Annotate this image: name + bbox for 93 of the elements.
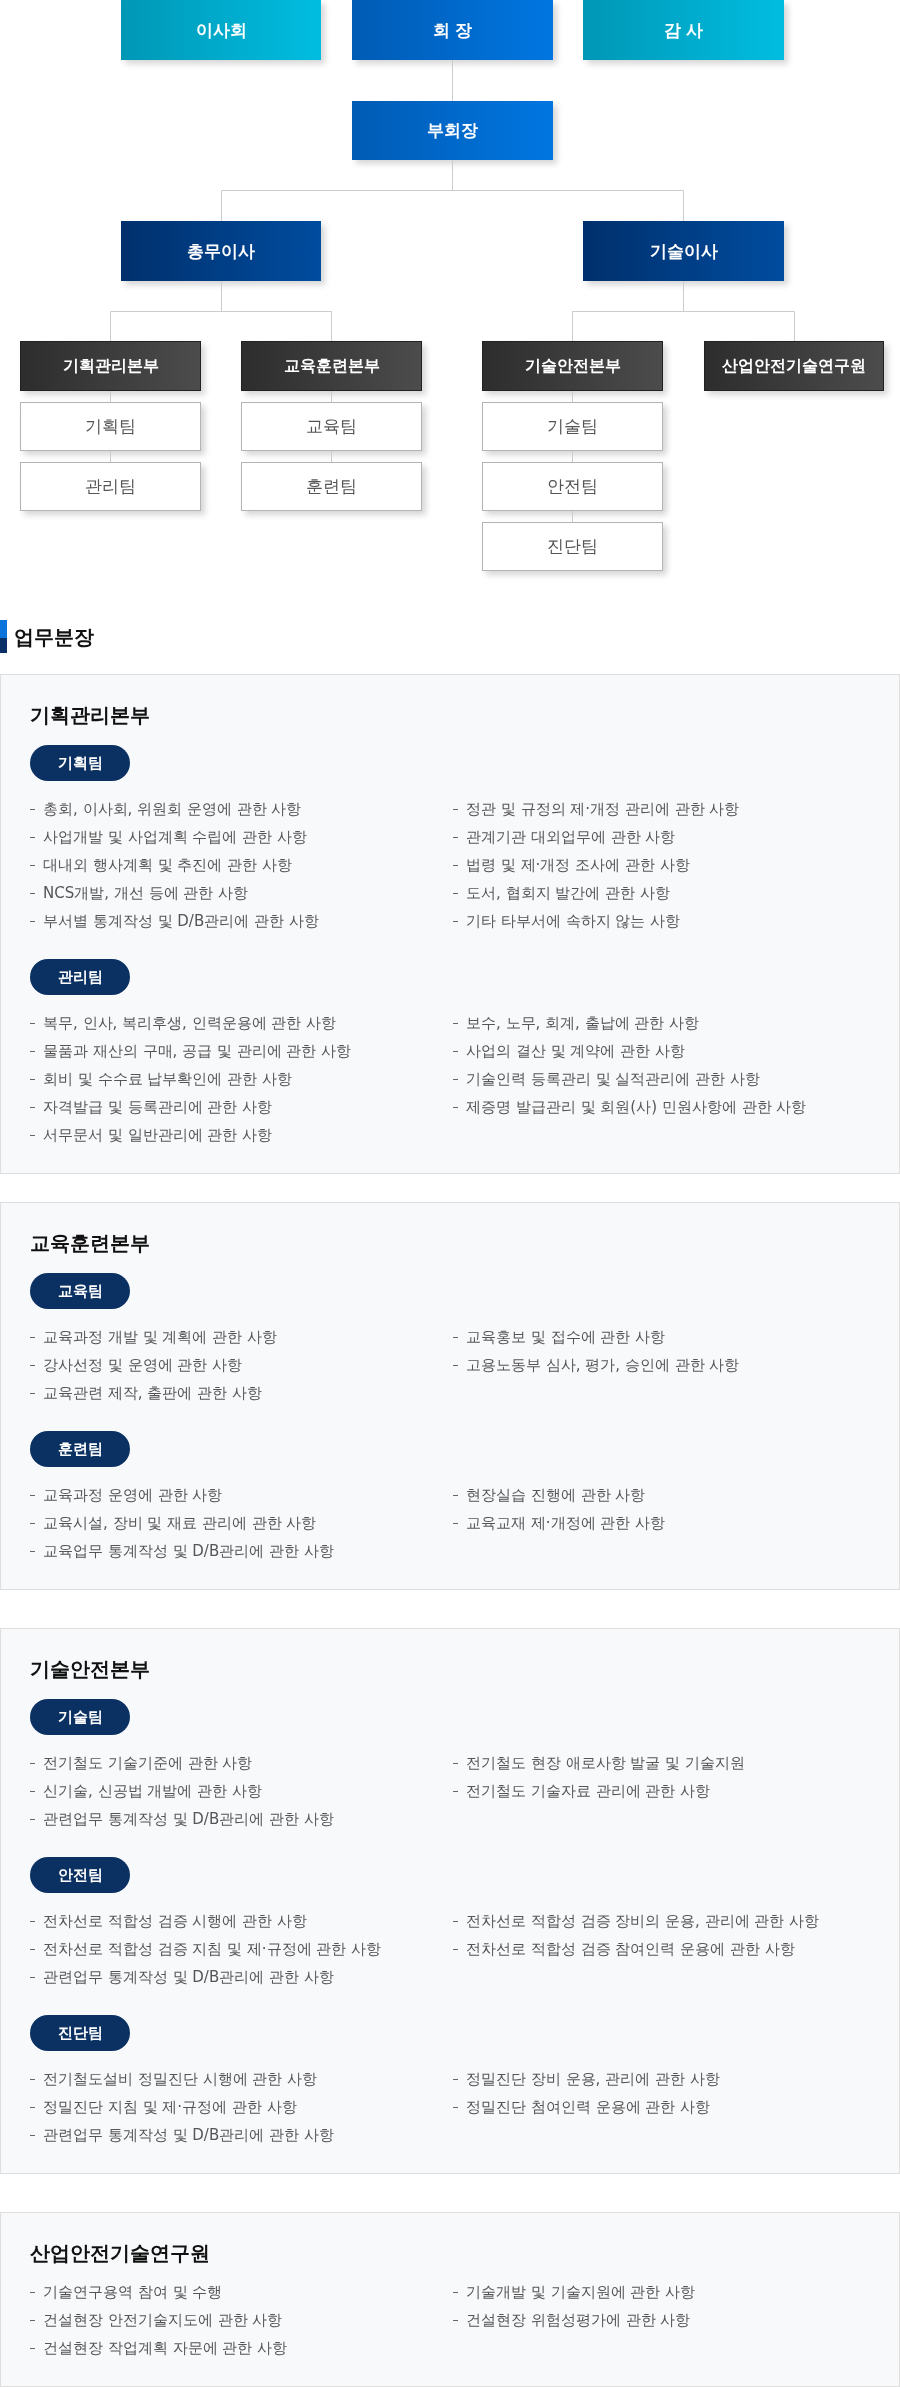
connector-line [110,390,111,403]
duty-item: 건설현장 작업계획 자문에 관한 사항 [30,2334,453,2362]
duty-item: 관련업무 통계작성 및 D/B관리에 관한 사항 [30,1805,453,1833]
division-panel [0,1202,900,1590]
duty-item: 대내외 행사계획 및 추진에 관한 사항 [30,851,453,879]
team-pill: 진단팀 [30,2015,130,2051]
duty-item: 사업의 결산 및 계약에 관한 사항 [453,1037,870,1065]
duty-item: 기술연구용역 참여 및 수행 [30,2278,453,2306]
connector-line [331,390,332,403]
duty-item: 관련업무 통계작성 및 D/B관리에 관한 사항 [30,1963,453,1991]
duty-item: 교육과정 개발 및 계획에 관한 사항 [30,1323,453,1351]
duty-item: 전차선로 적합성 검증 지침 및 제·규정에 관한 사항 [30,1935,453,1963]
connector-line [110,450,111,463]
duty-item: 고용노동부 심사, 평가, 승인에 관한 사항 [453,1351,870,1379]
division-panel [0,1628,900,2174]
executive-box: 기술이사 [583,221,784,281]
duty-item: 관련업무 통계작성 및 D/B관리에 관한 사항 [30,2121,453,2149]
team-pill: 기획팀 [30,745,130,781]
duty-item: 전기철도설비 정밀진단 시행에 관한 사항 [30,2065,453,2093]
panel-heading: 산업안전기술연구원 [30,2241,211,2265]
team-box: 기획팀 [20,402,201,451]
duty-item: 자격발급 및 등록관리에 관한 사항 [30,1093,453,1121]
duty-item: 법령 및 제·개정 조사에 관한 사항 [453,851,870,879]
duty-item: 강사선정 및 운영에 관한 사항 [30,1351,453,1379]
section-heading: 업무분장 [14,624,94,649]
duty-item: 기술인력 등록관리 및 실적관리에 관한 사항 [453,1065,870,1093]
duty-item: 건설현장 안전기술지도에 관한 사항 [30,2306,453,2334]
team-box: 교육팀 [241,402,422,451]
duty-item: 현장실습 진행에 관한 사항 [453,1481,870,1509]
duty-item: 사업개발 및 사업계획 수립에 관한 사항 [30,823,453,851]
duty-item: 복무, 인사, 복리후생, 인력운용에 관한 사항 [30,1009,453,1037]
connector-line [572,390,573,403]
team-box: 관리팀 [20,462,201,511]
executive-box: 총무이사 [121,221,321,281]
division-box: 기술안전본부 [482,341,663,391]
duty-item: 정밀진단 장비 운용, 관리에 관한 사항 [453,2065,870,2093]
connector-line [572,450,573,463]
duty-item: 회비 및 수수료 납부확인에 관한 사항 [30,1065,453,1093]
executive-box: 회 장 [352,0,553,60]
division-panel [0,2212,900,2387]
duty-item: 제증명 발급관리 및 회원(사) 민원사항에 관한 사항 [453,1093,870,1121]
team-box: 훈련팀 [241,462,422,511]
duty-item: 기타 타부서에 속하지 않는 사항 [453,907,870,935]
team-pill: 훈련팀 [30,1431,130,1467]
connector-line [683,280,795,342]
team-pill: 관리팀 [30,959,130,995]
connector-line [452,159,684,222]
division-box: 기획관리본부 [20,341,201,391]
team-pill: 기술팀 [30,1699,130,1735]
duty-item: 교육교재 제·개정에 관한 사항 [453,1509,870,1537]
duty-item: 전차선로 적합성 검증 장비의 운용, 관리에 관한 사항 [453,1907,870,1935]
duty-item: NCS개발, 개선 등에 관한 사항 [30,879,453,907]
panel-heading: 기획관리본부 [30,703,151,727]
duty-item: 도서, 협회지 발간에 관한 사항 [453,879,870,907]
division-panel [0,674,900,1174]
duty-item: 교육과정 운영에 관한 사항 [30,1481,453,1509]
executive-box: 감 사 [583,0,784,60]
team-box: 안전팀 [482,462,663,511]
division-box: 산업안전기술연구원 [704,341,884,391]
duty-item: 전기철도 기술자료 관리에 관한 사항 [453,1777,870,1805]
duty-item: 기술개발 및 기술지원에 관한 사항 [453,2278,870,2306]
panel-heading: 교육훈련본부 [30,1231,151,1255]
panel-heading: 기술안전본부 [30,1657,151,1681]
division-box: 교육훈련본부 [241,341,422,391]
connector-line [572,510,573,523]
connector-line [331,450,332,463]
duty-item: 교육홍보 및 접수에 관한 사항 [453,1323,870,1351]
team-box: 기술팀 [482,402,663,451]
connector-line [221,280,332,342]
duty-item: 정관 및 규정의 제·개정 관리에 관한 사항 [453,795,870,823]
team-pill: 교육팀 [30,1273,130,1309]
duty-item: 전기철도 현장 애로사항 발굴 및 기술지원 [453,1749,870,1777]
duty-item: 건설현장 위험성평가에 관한 사항 [453,2306,870,2334]
team-box: 진단팀 [482,522,663,571]
duty-item: 물품과 재산의 구매, 공급 및 관리에 관한 사항 [30,1037,453,1065]
duty-item: 전기철도 기술기준에 관한 사항 [30,1749,453,1777]
duty-item: 보수, 노무, 회계, 출납에 관한 사항 [453,1009,870,1037]
team-pill: 안전팀 [30,1857,130,1893]
duty-item: 정밀진단 첨여인력 운용에 관한 사항 [453,2093,870,2121]
duty-item: 관계기관 대외업무에 관한 사항 [453,823,870,851]
duty-item: 전차선로 적합성 검증 참여인력 운용에 관한 사항 [453,1935,870,1963]
duty-item: 총회, 이사회, 위원회 운영에 관한 사항 [30,795,453,823]
duty-item: 교육시설, 장비 및 재료 관리에 관한 사항 [30,1509,453,1537]
duty-item: 전차선로 적합성 검증 시행에 관한 사항 [30,1907,453,1935]
duty-item: 교육관련 제작, 출판에 관한 사항 [30,1379,453,1407]
duty-item: 교육업무 통계작성 및 D/B관리에 관한 사항 [30,1537,453,1565]
duty-item: 서무문서 및 일반관리에 관한 사항 [30,1121,453,1149]
duty-item: 정밀진단 지침 및 제·규정에 관한 사항 [30,2093,453,2121]
duty-item: 부서별 통계작성 및 D/B관리에 관한 사항 [30,907,453,935]
executive-box: 부회장 [352,101,553,160]
connector-line [452,59,453,102]
duty-item: 신기술, 신공법 개발에 관한 사항 [30,1777,453,1805]
executive-box: 이사회 [121,0,321,60]
